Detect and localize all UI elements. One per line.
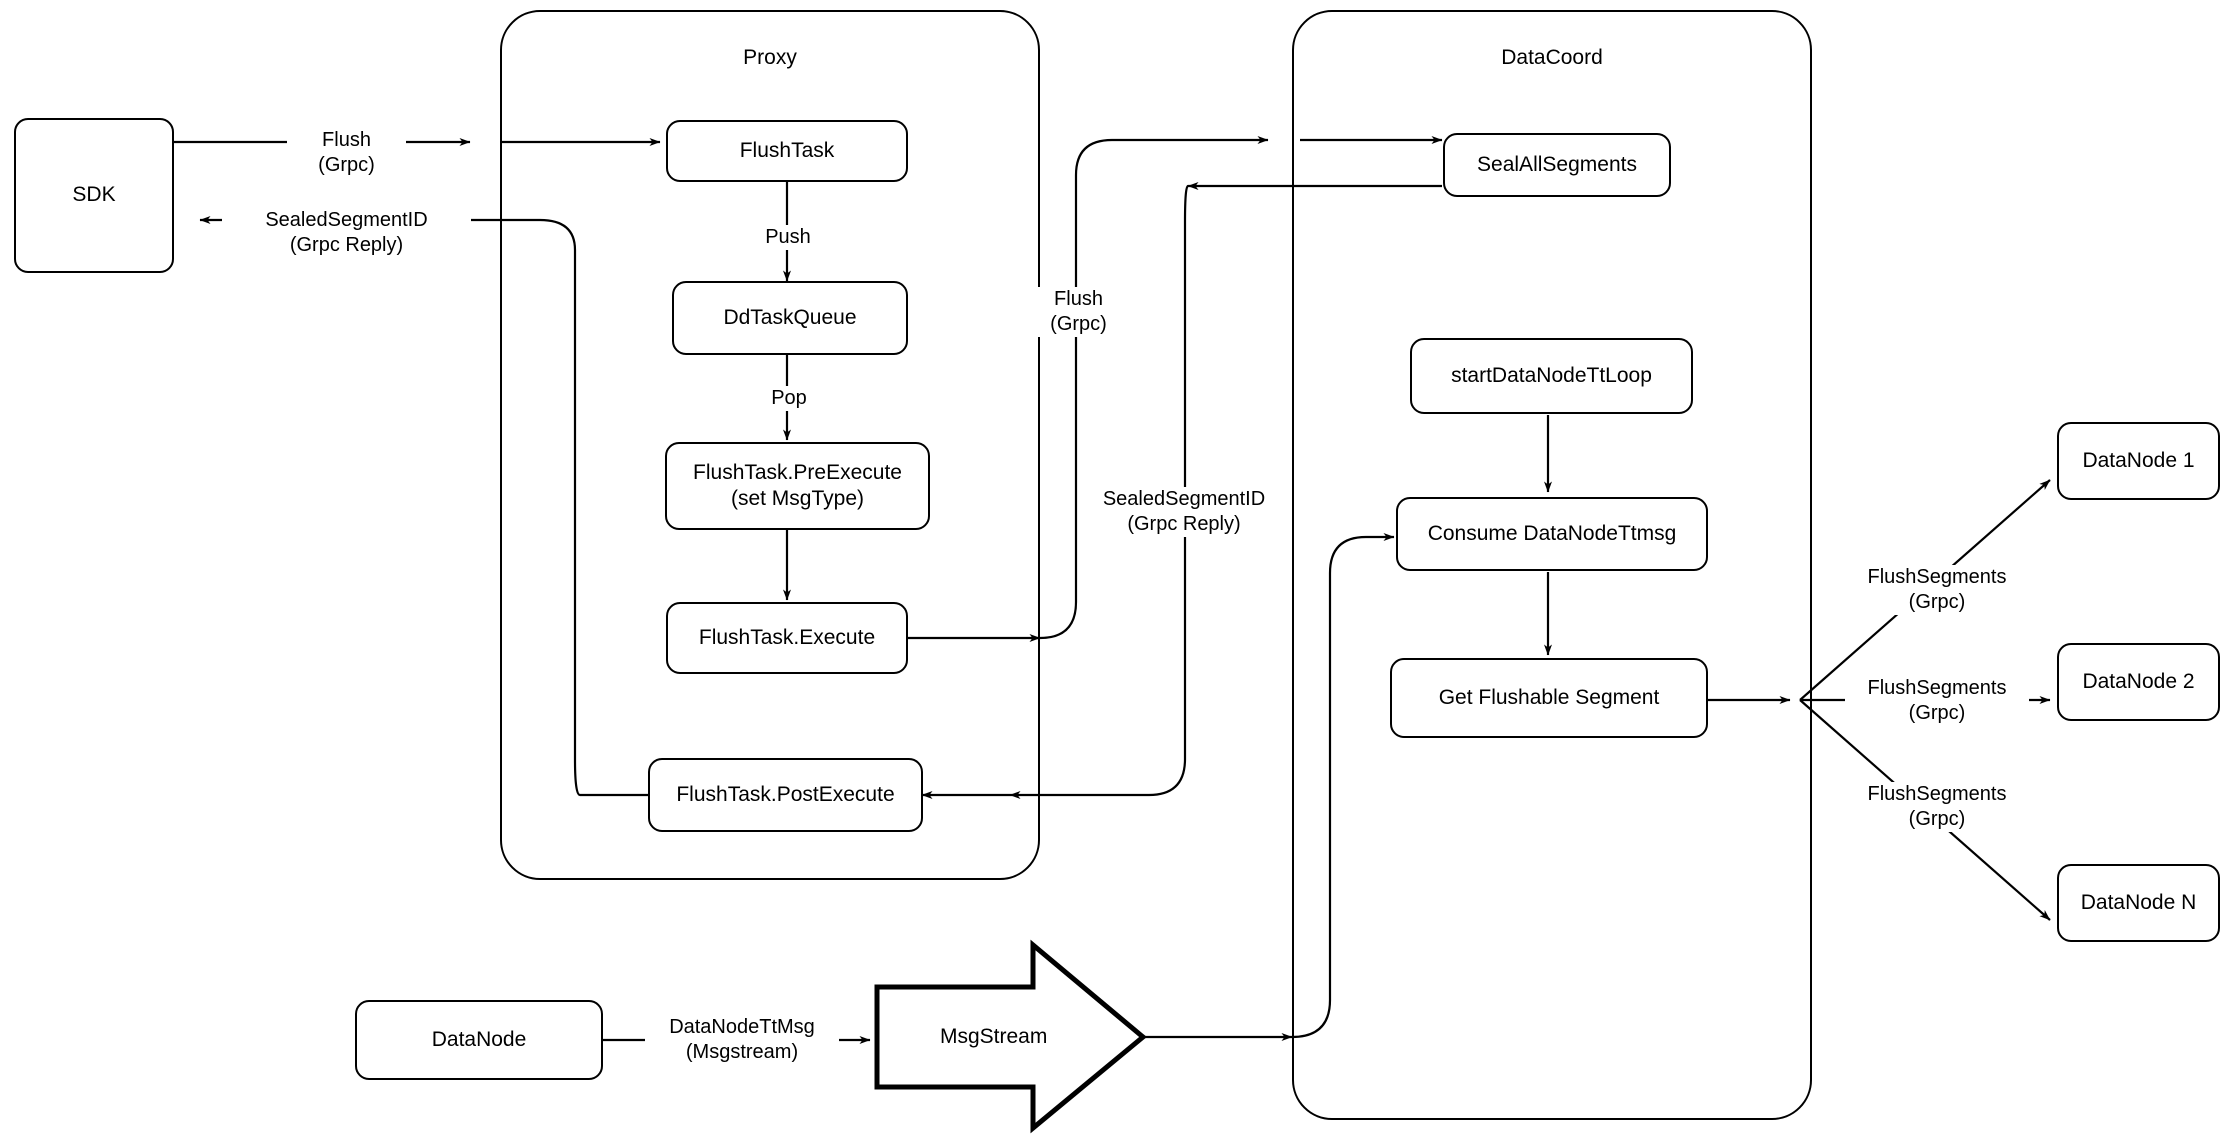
node-datanode-2[interactable]: DataNode 2: [2057, 643, 2220, 721]
node-consume-datanode-ttmsg[interactable]: Consume DataNodeTtmsg: [1396, 497, 1708, 571]
container-proxy-title: Proxy: [743, 46, 797, 69]
node-datanode-n[interactable]: DataNode N: [2057, 864, 2220, 942]
edge-label-proxy-to-datacoord: Flush (Grpc): [1029, 287, 1128, 337]
node-sdk[interactable]: SDK: [14, 118, 174, 273]
node-flush-task-pre-execute[interactable]: FlushTask.PreExecute (set MsgType): [665, 442, 930, 530]
edge-label-flush-segments-n: FlushSegments (Grpc): [1845, 782, 2029, 832]
node-flush-task-execute[interactable]: FlushTask.Execute: [666, 602, 908, 674]
node-flush-task-label: FlushTask: [739, 138, 835, 162]
node-seal-all-segments-label: SealAllSegments: [1477, 152, 1637, 176]
node-datanode-bottom-label: DataNode: [431, 1027, 527, 1051]
edge-label-push: Push: [751, 225, 825, 250]
edge-label-flush-segments-1: FlushSegments (Grpc): [1845, 565, 2029, 615]
node-start-datanode-tt-loop[interactable]: startDataNodeTtLoop: [1410, 338, 1693, 414]
node-seal-all-segments[interactable]: SealAllSegments: [1443, 133, 1671, 197]
node-flush-task-post-execute[interactable]: FlushTask.PostExecute: [648, 758, 923, 832]
edge-label-flush-segments-2: FlushSegments (Grpc): [1845, 676, 2029, 726]
wire-flush-grpc-riser: [1039, 136, 1269, 640]
node-pre-execute-line1: FlushTask.PreExecute: [693, 460, 902, 484]
node-datanode-1-label: DataNode 1: [2082, 448, 2195, 472]
node-dd-task-queue-label: DdTaskQueue: [723, 305, 857, 329]
node-datanode-bottom[interactable]: DataNode: [355, 1000, 603, 1080]
node-sdk-label: SDK: [72, 183, 116, 207]
node-start-datanode-tt-loop-label: startDataNodeTtLoop: [1451, 363, 1652, 387]
container-datacoord-title: DataCoord: [1501, 46, 1603, 69]
edge-label-proxy-to-sdk: SealedSegmentID (Grpc Reply): [222, 208, 471, 258]
node-flush-task-post-execute-label: FlushTask.PostExecute: [676, 782, 895, 806]
edge-label-sdk-to-proxy: Flush (Grpc): [287, 128, 406, 178]
node-get-flushable-segment-label: Get Flushable Segment: [1438, 685, 1660, 709]
node-flush-task[interactable]: FlushTask: [666, 120, 908, 182]
node-dd-task-queue[interactable]: DdTaskQueue: [672, 281, 908, 355]
node-flush-task-execute-label: FlushTask.Execute: [698, 625, 876, 649]
node-get-flushable-segment[interactable]: Get Flushable Segment: [1390, 658, 1708, 738]
node-datanode-2-label: DataNode 2: [2082, 669, 2195, 693]
node-datanode-n-label: DataNode N: [2080, 890, 2197, 914]
edge-label-datanode-tt-msg: DataNodeTtMsg (Msgstream): [645, 1015, 839, 1065]
node-pre-execute-line2: (set MsgType): [730, 487, 865, 510]
edge-label-pop: Pop: [757, 386, 821, 411]
node-msgstream-label: MsgStream: [940, 1025, 1048, 1048]
node-datanode-1[interactable]: DataNode 1: [2057, 422, 2220, 500]
node-consume-datanode-ttmsg-label: Consume DataNodeTtmsg: [1427, 521, 1677, 545]
edge-label-datacoord-to-proxy: SealedSegmentID (Grpc Reply): [1082, 487, 1286, 537]
